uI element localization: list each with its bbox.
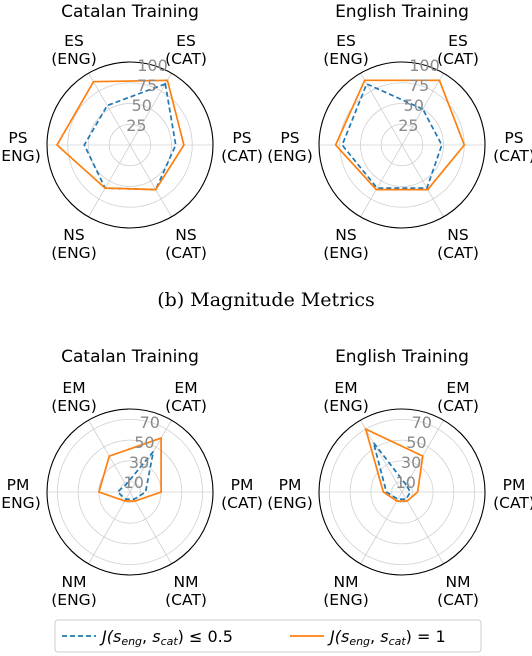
axis-label: PS(CAT) <box>493 129 532 165</box>
axis-label: PS(ENG) <box>267 129 313 165</box>
grid-circle-3 <box>328 418 476 566</box>
panel-title: Catalan Training <box>61 347 199 367</box>
spoke-4 <box>129 491 172 565</box>
axis-label: PM(ENG) <box>267 476 313 512</box>
axis-label: PS(ENG) <box>0 129 41 165</box>
axis-label: EM(CAT) <box>165 379 207 415</box>
radial-tick-label: 70 <box>412 413 432 432</box>
axis-label: NS(ENG) <box>51 226 97 262</box>
axis-label: PM(ENG) <box>0 476 41 512</box>
axis-label: NM(ENG) <box>51 573 97 609</box>
radial-tick-label: 10 <box>124 473 144 492</box>
legend: J(seng, scat) ≤ 0.5 J(seng, scat) = 1 <box>54 619 482 653</box>
radial-tick-label: 50 <box>406 433 426 452</box>
axis-label: ES(ENG) <box>51 32 97 68</box>
radial-tick-label: 10 <box>396 473 416 492</box>
spoke-3 <box>88 491 131 565</box>
panel-title: English Training <box>335 347 469 367</box>
spoke-3 <box>360 491 403 565</box>
axis-label: NM(ENG) <box>323 573 369 609</box>
grid-circle-2 <box>67 82 193 208</box>
grid-circle-3 <box>56 418 204 566</box>
radar-frame <box>46 61 214 229</box>
axis-label: ES(CAT) <box>165 32 207 68</box>
axis-label: EM(CAT) <box>437 379 479 415</box>
axis-label: NS(ENG) <box>323 226 369 262</box>
radial-tick-label: 100 <box>137 56 168 75</box>
series-solid-polygon <box>97 436 162 502</box>
grid-circle-0 <box>380 123 424 167</box>
grid-circle-2 <box>349 439 455 545</box>
radial-tick-label: 75 <box>409 76 429 95</box>
radial-tick-label: 30 <box>129 453 149 472</box>
radar-frame <box>318 61 486 229</box>
radial-tick-label: 25 <box>126 116 146 135</box>
radar-frame <box>46 408 214 576</box>
series-solid-polygon <box>364 427 424 502</box>
radial-tick-label: 50 <box>404 96 424 115</box>
series-dashed-polygon <box>83 82 177 191</box>
radial-tick-label: 30 <box>401 453 421 472</box>
figure-caption: (b) Magnitude Metrics <box>157 289 375 311</box>
radial-tick-label: 70 <box>140 413 160 432</box>
legend-label-dashed: J(seng, scat) ≤ 0.5 <box>99 627 233 648</box>
series-solid-polygon <box>55 79 185 191</box>
radial-tick-label: 50 <box>132 96 152 115</box>
grid-circle-1 <box>370 460 434 524</box>
series-dashed-polygon <box>116 451 155 501</box>
spoke-0 <box>129 419 172 493</box>
axis-label: PS(CAT) <box>221 129 263 165</box>
axis-label: PM(CAT) <box>221 476 263 512</box>
grid-circle-0 <box>391 481 413 503</box>
axis-label: PM(CAT) <box>493 476 532 512</box>
axis-label: NS(CAT) <box>437 226 479 262</box>
axis-label: ES(ENG) <box>323 32 369 68</box>
panel-title: Catalan Training <box>61 2 199 22</box>
series-dashed-polygon <box>341 82 443 189</box>
axis-label: NS(CAT) <box>165 226 207 262</box>
radial-tick-label: 100 <box>409 56 440 75</box>
grid-circle-0 <box>119 481 141 503</box>
grid-circle-1 <box>88 103 172 187</box>
axis-label: NM(CAT) <box>165 573 207 609</box>
axis-label: ES(CAT) <box>437 32 479 68</box>
radar-frame <box>318 408 486 576</box>
grid-circle-1 <box>360 103 444 187</box>
panel-title: English Training <box>335 2 469 22</box>
legend-frame <box>54 619 482 653</box>
spoke-4 <box>401 491 444 565</box>
radial-tick-label: 50 <box>134 433 154 452</box>
legend-label-solid: J(seng, scat) = 1 <box>327 627 446 648</box>
axis-label: NM(CAT) <box>437 573 479 609</box>
radial-tick-label: 25 <box>398 116 418 135</box>
series-solid-polygon <box>334 79 466 191</box>
radial-tick-label: 75 <box>137 76 157 95</box>
axis-label: EM(ENG) <box>323 379 369 415</box>
axis-label: EM(ENG) <box>51 379 97 415</box>
grid-circle-0 <box>108 123 152 167</box>
grid-circle-2 <box>77 439 183 545</box>
